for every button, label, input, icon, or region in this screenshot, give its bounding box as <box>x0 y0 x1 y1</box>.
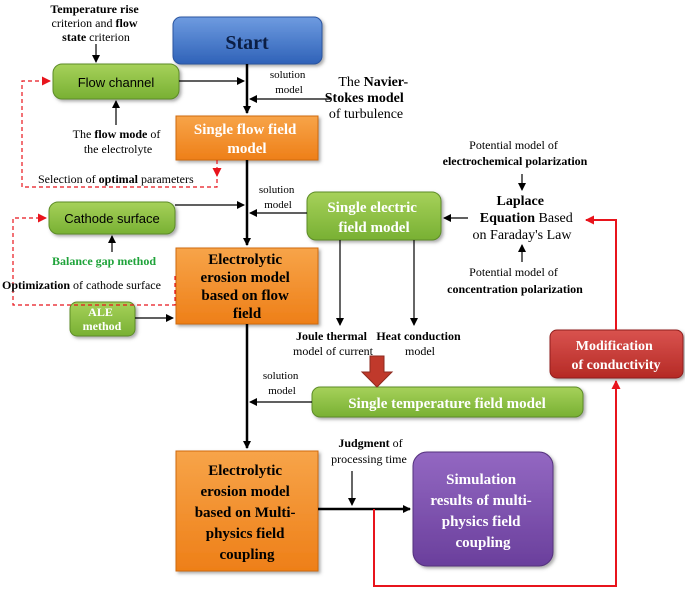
feedback-loop-line <box>373 380 621 587</box>
flow-channel-label: Flow channel <box>78 75 155 90</box>
flow-mode-label: The flow mode of the electrolyte <box>73 127 164 156</box>
single-flow-field-label: Single flow field model <box>194 122 300 157</box>
ale-method-box <box>69 301 136 337</box>
temp-rise-label: Temperature rise criterion and flow stat… <box>50 2 141 44</box>
erosion-flow-field-box <box>175 247 319 325</box>
potential-electrochemical-label: Potential model of electrochemical polar… <box>443 138 588 168</box>
potential-concentration-label: Potential model of concentration polariz… <box>447 265 583 296</box>
arrow-joule-heat-to-temperature <box>360 355 394 388</box>
balance-gap-label: Balance gap method <box>52 254 156 268</box>
laplace-equation-label: Laplace Equation Based on Faraday's Law <box>473 194 577 243</box>
selection-label: Selection of optimal parameters <box>38 172 194 186</box>
start-label: Start <box>225 32 269 54</box>
solution-model-label-3: solution model <box>263 370 301 397</box>
simulation-results-label: Simulation results of multi- physics fie… <box>430 472 535 551</box>
erosion-multi-physics-box <box>175 450 319 572</box>
conductivity-to-laplace-line <box>585 215 617 330</box>
cathode-surface-label: Cathode surface <box>64 211 159 226</box>
single-temperature-field-label: Single temperature field model <box>348 396 546 412</box>
modification-conductivity-label: Modification of conductivity <box>571 339 660 373</box>
dashed-loop-cathode <box>12 213 176 306</box>
solution-model-label-1: solution model <box>270 69 308 96</box>
navier-stokes-label: The Navier- Stokes model of turbulence <box>325 75 412 122</box>
solution-model-label-2: solution model <box>259 184 297 211</box>
joule-thermal-label: Joule thermal model of current <box>293 329 374 358</box>
ale-method-label: ALE method <box>83 305 122 333</box>
judgment-label: Judgment of processing time <box>331 436 407 466</box>
dashed-loop-flow-channel <box>21 76 218 188</box>
optimization-label: Optimization of cathode surface <box>2 278 161 292</box>
single-electric-field-box <box>306 191 442 241</box>
erosion-flow-field-label: Electrolytic erosion model based on flow… <box>200 252 293 322</box>
simulation-results-box <box>412 451 554 567</box>
heat-conduction-label: Heat conduction model <box>376 329 463 358</box>
single-electric-field-label: Single electric field model <box>327 200 420 236</box>
cathode-surface-box <box>48 201 176 235</box>
erosion-multi-physics-label: Electrolytic erosion model based on Mult… <box>195 463 300 563</box>
